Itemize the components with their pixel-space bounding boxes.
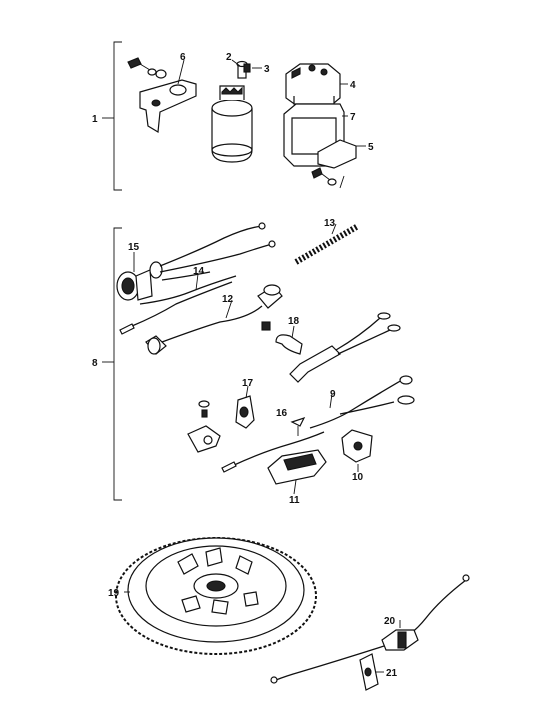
callout-7: 7: [350, 112, 356, 123]
holder-11: 11: [267, 449, 327, 506]
callout-10: 10: [352, 472, 364, 483]
clamp-17: 17: [187, 378, 255, 453]
callout-21: 21: [386, 668, 398, 679]
starter-bracket: 6: [139, 52, 197, 134]
flywheel: 19: [108, 537, 317, 655]
cable-13: 13: [294, 218, 360, 265]
callout-18: 18: [288, 316, 300, 327]
grommet-10: 10: [341, 429, 373, 483]
bolt-3: 3: [243, 63, 270, 75]
cable-9-plug: [289, 312, 401, 383]
group-8-bracket: 8: [92, 227, 122, 501]
callout-5: 5: [368, 142, 374, 153]
starter-motor: 2: [211, 52, 253, 163]
callout-9: 9: [330, 389, 336, 400]
callout-17: 17: [242, 378, 254, 389]
callout-3: 3: [264, 64, 270, 75]
callout-11: 11: [289, 495, 300, 506]
callout-15: 15: [128, 242, 140, 253]
harness-15-14: 15 14: [116, 222, 276, 335]
clamp-18: 18: [261, 316, 303, 355]
callout-2: 2: [226, 52, 232, 63]
callout-8: 8: [92, 358, 98, 369]
callout-14: 14: [193, 266, 205, 277]
callout-13: 13: [324, 218, 336, 229]
group-1-bracket: 1: [92, 41, 122, 191]
screw-16: 16: [276, 408, 306, 436]
callout-12: 12: [222, 294, 234, 305]
callout-1: 1: [92, 114, 98, 125]
callout-20: 20: [384, 616, 396, 627]
callout-6: 6: [180, 52, 186, 63]
relay-bracket: 5: [317, 139, 374, 169]
callout-16: 16: [276, 408, 288, 419]
cable-12: 12: [145, 284, 283, 355]
sensor-20-21: 20 21: [270, 574, 470, 691]
starter-relay: 4: [285, 63, 356, 109]
relay-bolt: [311, 167, 345, 189]
bolt-washer-left: [127, 57, 167, 79]
harness-9: 9: [221, 375, 415, 473]
callout-4: 4: [350, 80, 356, 91]
callout-19: 19: [108, 588, 120, 599]
